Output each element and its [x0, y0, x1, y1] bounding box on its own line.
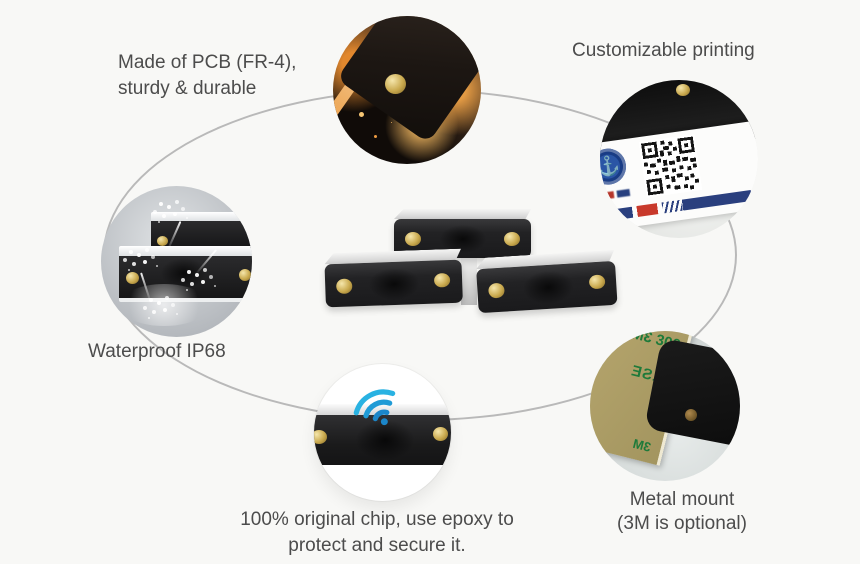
product-tag-left	[324, 249, 463, 308]
photo-circle-waterproof	[101, 186, 252, 337]
brass-rivet	[157, 236, 168, 246]
brass-rivet	[433, 273, 451, 288]
signal-waves-icon	[353, 389, 396, 426]
brass-rivet	[488, 282, 505, 299]
epoxy-blob	[522, 269, 575, 306]
water-droplets	[187, 270, 191, 274]
photo-circle-metal-mount: 3M 300 LSE 3M	[590, 331, 740, 481]
brass-rivet	[239, 269, 251, 281]
brass-rivet	[126, 272, 139, 284]
water-droplets	[129, 250, 133, 254]
liner-corner-text: 3M	[631, 435, 653, 455]
tag-side-edge	[461, 258, 477, 305]
qr-code	[638, 134, 703, 198]
feature-label-line: sturdy & durable	[118, 78, 257, 99]
feature-label-line: 100% original chip, use epoxy to	[240, 509, 514, 530]
small-print-blocks	[600, 188, 637, 202]
photo-circle-printing: ⚓	[600, 80, 758, 238]
epoxy-blob	[440, 225, 486, 253]
anchor-logo-icon: ⚓	[600, 146, 629, 187]
brass-rivet	[336, 278, 353, 294]
brass-rivet	[314, 430, 327, 444]
photo-circle-pcb-material	[333, 16, 481, 164]
product-tag-right	[475, 250, 618, 314]
tag-in-fire	[336, 16, 481, 144]
printed-label: ⚓	[600, 119, 758, 233]
brass-rivet	[676, 84, 690, 96]
feature-label-line: Customizable printing	[572, 40, 755, 61]
water-droplets	[159, 202, 163, 206]
anchor-icon: ⚓	[600, 154, 622, 179]
brass-rivet	[385, 74, 406, 94]
feature-label-line: Metal mount	[629, 489, 735, 510]
feature-label-chip: 100% original chip, use epoxy to protect…	[202, 507, 552, 559]
product-tag-top	[394, 209, 531, 258]
bronze-rivet	[685, 409, 697, 421]
feature-label-line: Waterproof IP68	[88, 341, 226, 362]
feature-label-line: Made of PCB (FR-4),	[118, 52, 297, 73]
diagonal-stripes	[661, 199, 684, 214]
wet-tag-back	[151, 212, 252, 248]
feature-label-line: (3M is optional)	[617, 513, 747, 534]
feature-label-printing: Customizable printing	[572, 38, 755, 64]
brass-rivet	[504, 232, 520, 246]
brass-rivet	[405, 232, 421, 246]
photo-circle-chip	[314, 364, 451, 501]
tag-top-edge	[314, 404, 451, 415]
feature-label-mount: Metal mount (3M is optional)	[597, 488, 767, 536]
epoxy-blob	[356, 420, 414, 460]
feature-label-line: protect and secure it.	[288, 535, 466, 556]
feature-label-pcb: Made of PCB (FR-4), sturdy & durable	[118, 50, 296, 102]
brass-rivet	[588, 274, 606, 290]
sparks	[359, 112, 364, 117]
brass-rivet	[433, 427, 448, 441]
water-foam	[119, 284, 209, 326]
epoxy-blob	[161, 258, 207, 288]
epoxy-blob	[368, 267, 420, 301]
feature-label-waterproof: Waterproof IP68	[88, 339, 226, 365]
